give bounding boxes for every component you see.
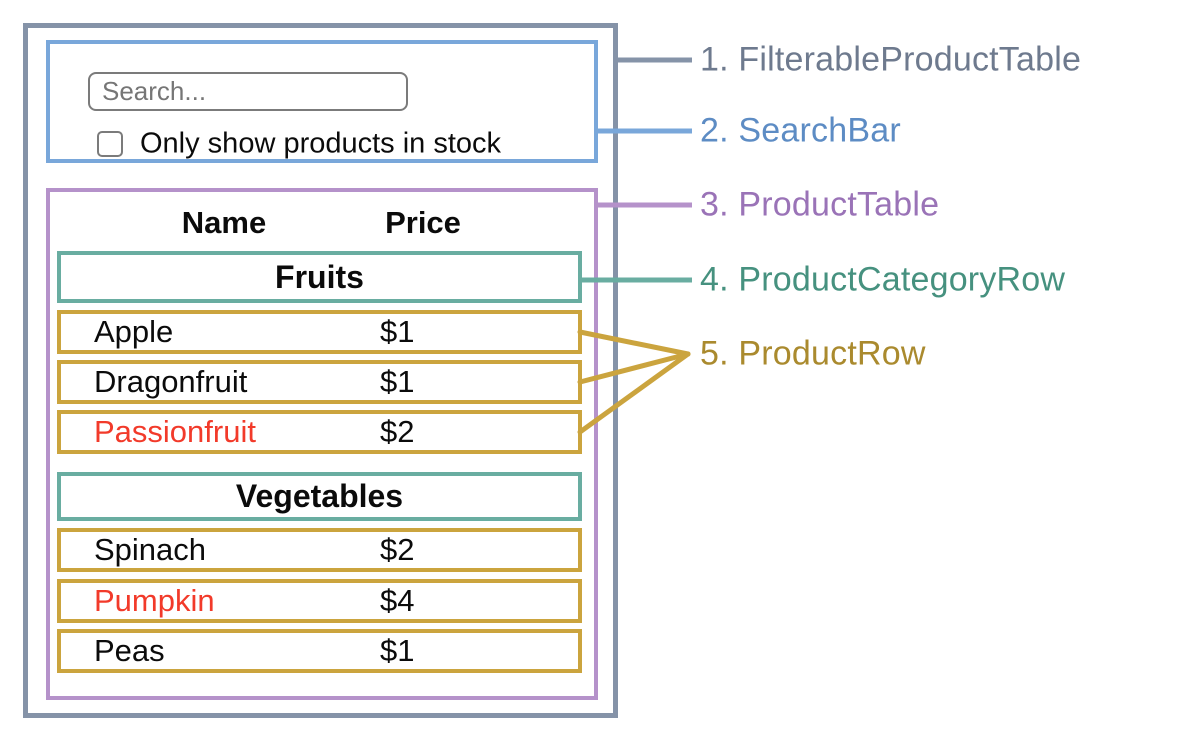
product-price-cell: $1 (380, 314, 415, 349)
product-row-pumpkin: Pumpkin $4 (57, 579, 582, 623)
product-price-cell: $1 (380, 633, 415, 668)
product-price-cell: $2 (380, 532, 415, 567)
product-price-cell: $2 (380, 414, 415, 449)
product-category-row-fruits: Fruits (57, 251, 582, 303)
product-row-dragonfruit: Dragonfruit $1 (57, 360, 582, 404)
product-row-spinach: Spinach $2 (57, 528, 582, 572)
category-label: Fruits (275, 258, 364, 295)
product-category-row-vegetables: Vegetables (57, 472, 582, 521)
product-price-cell: $1 (380, 364, 415, 399)
product-name-cell: Peas (94, 633, 165, 668)
product-name-cell: Passionfruit (94, 414, 256, 449)
legend-item-product-category-row: 4. ProductCategoryRow (700, 260, 1066, 299)
product-row-peas: Peas $1 (57, 629, 582, 673)
column-header-name: Name (181, 205, 267, 240)
legend-item-search-bar: 2. SearchBar (700, 111, 901, 150)
category-label: Vegetables (235, 478, 404, 514)
search-input[interactable] (88, 72, 408, 111)
product-name-cell: Dragonfruit (94, 364, 248, 399)
product-price-cell: $4 (380, 583, 415, 618)
product-name-cell: Apple (94, 314, 174, 349)
legend-item-product-row: 5. ProductRow (700, 334, 926, 373)
legend-item-filterable-product-table: 1. FilterableProductTable (700, 40, 1082, 79)
product-name-cell: Spinach (94, 532, 207, 567)
product-row-passionfruit: Passionfruit $2 (57, 410, 582, 454)
product-row-apple: Apple $1 (57, 310, 582, 354)
in-stock-checkbox-label: Only show products in stock (140, 127, 502, 160)
product-name-cell: Pumpkin (94, 583, 215, 618)
legend-item-product-table: 3. ProductTable (700, 185, 940, 224)
column-header-price: Price (385, 205, 461, 240)
in-stock-checkbox[interactable] (97, 131, 123, 157)
